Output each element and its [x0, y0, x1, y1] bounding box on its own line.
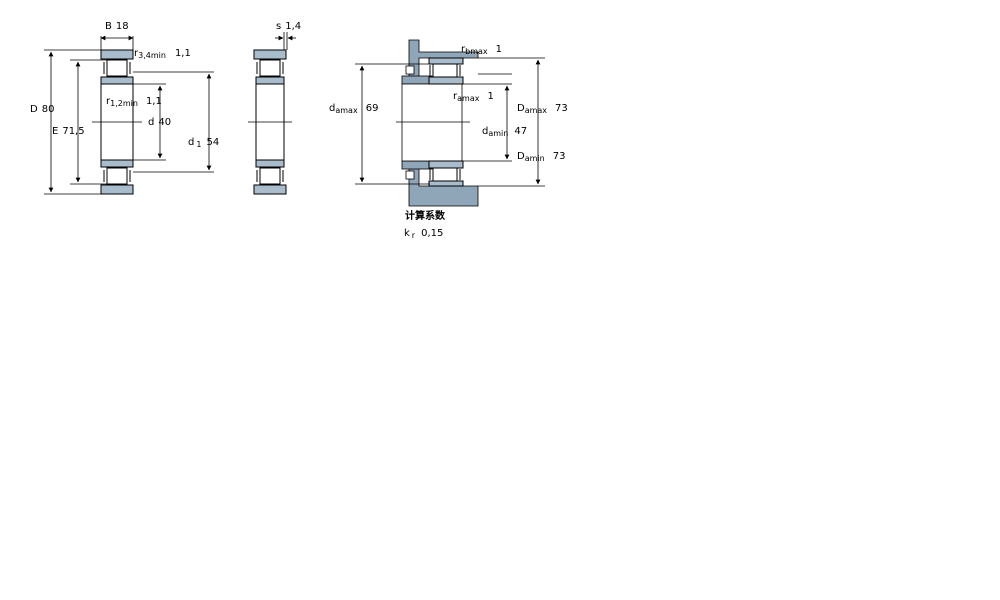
- view3-dimension-lines: [355, 57, 545, 187]
- view1-dimension-lines: [44, 35, 214, 195]
- calc-factors-title: 计算系数: [405, 209, 446, 222]
- view2-section: [248, 49, 292, 195]
- view3-bearing: [428, 57, 464, 187]
- view1-section: [92, 49, 142, 195]
- view2-dimension-lines: [275, 32, 296, 50]
